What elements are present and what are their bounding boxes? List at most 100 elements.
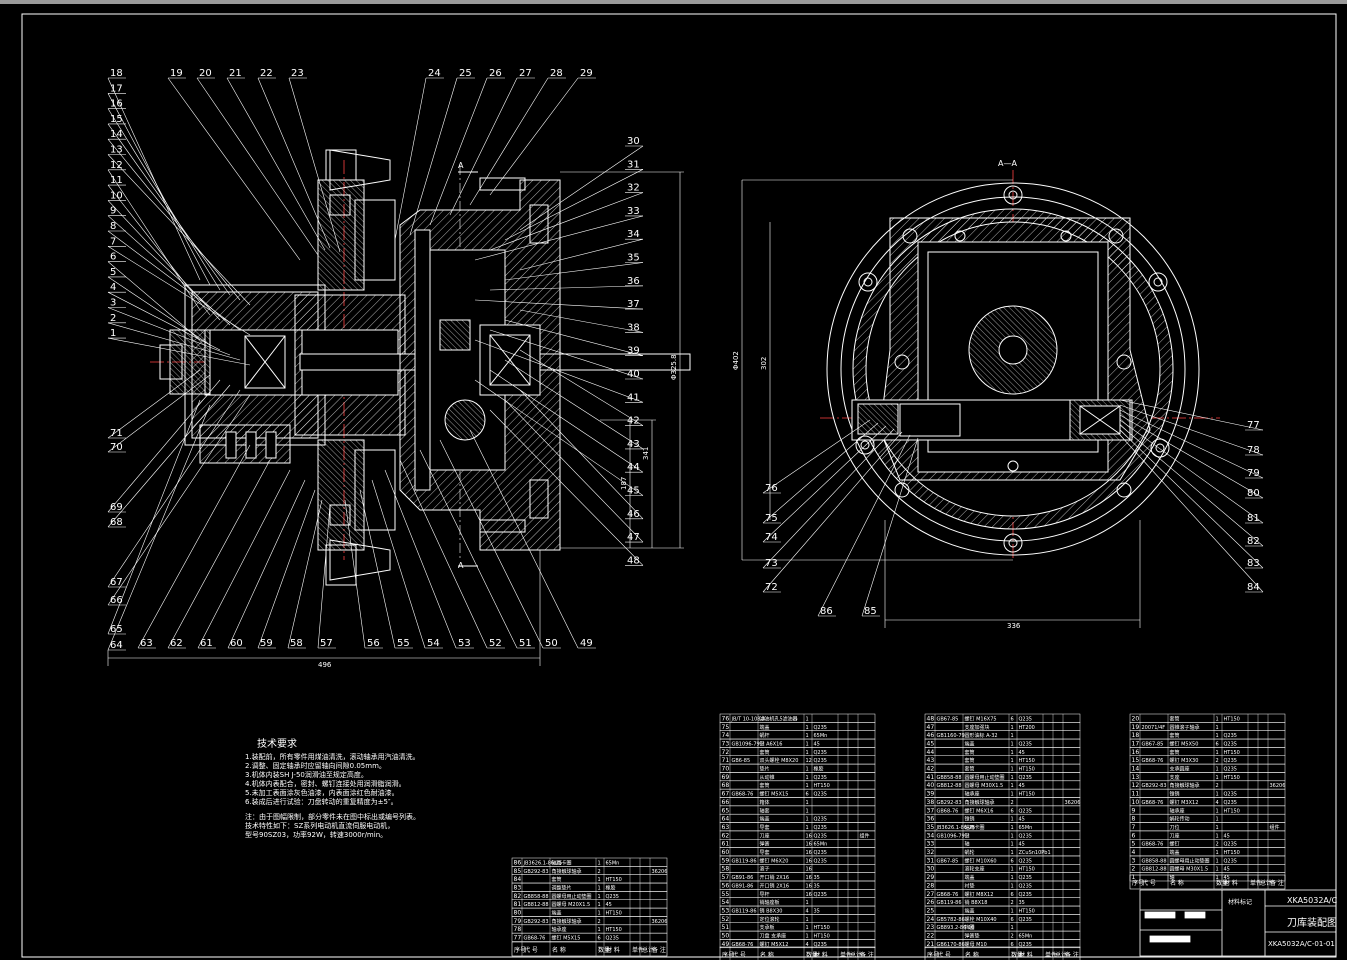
bom-cell: 45 [1019, 817, 1025, 823]
callout-label: 24 [428, 68, 441, 79]
bom-cell: GB68-76 [732, 942, 754, 948]
callout-label: 32 [627, 183, 640, 194]
callout-label: 15 [110, 114, 123, 125]
callout-label: 79 [1247, 468, 1260, 479]
callout-label: 44 [627, 462, 640, 473]
bom-cell: 1 [1216, 875, 1219, 881]
callout-72: 72 [762, 431, 903, 593]
bom-cell: 1 [806, 800, 809, 806]
dim-width-left: 496 [318, 661, 332, 669]
bom-cell: 16 [806, 867, 812, 873]
bom-cell: 1 [1011, 850, 1014, 856]
bom-cell: HT150 [814, 783, 830, 789]
bom-cell: 1 [806, 775, 809, 781]
bom-header-cell: 单件 [1250, 879, 1262, 887]
bom-cell: GB858-88 [1142, 858, 1167, 864]
bom-cell: 1 [1216, 817, 1219, 823]
bom-cell: 25 [927, 907, 935, 914]
bom-cell: 45 [927, 740, 935, 747]
callout-13: 13 [107, 145, 251, 306]
bom-cell: Q235 [1019, 858, 1032, 864]
bom-cell: 54 [722, 899, 730, 906]
callout-57: 57 [317, 504, 336, 649]
bom-cell: Q235 [814, 758, 827, 764]
bom-cell: 65Mn [814, 733, 828, 739]
bom-header: 序号代 号名 称数量材 料单件总计备 注 [511, 941, 668, 957]
bom-header: 序号代 号名 称数量材 料单件总计备 注 [924, 946, 1081, 960]
bom-cell: GB68-76 [1142, 842, 1164, 848]
bom-cell: 8 [1132, 816, 1136, 823]
bom-header-cell: 代 号 [732, 951, 746, 959]
bom-cell: 37 [927, 807, 935, 814]
bom-cell: Q235 [1019, 883, 1032, 889]
bom-header-cell: 序号 [722, 951, 734, 959]
bom-cell: 36206 [652, 919, 668, 925]
bom-cell: 58 [722, 866, 730, 873]
bom-cell: HT150 [1019, 908, 1035, 914]
bom-cell: 键 [965, 832, 970, 839]
callout-label: 46 [627, 509, 640, 520]
callout-79: 79 [1119, 409, 1264, 479]
bom-cell: HT150 [1224, 808, 1240, 814]
callout-8: 8 [107, 221, 241, 331]
bom-cell: 导杆 [760, 891, 770, 898]
bom-cell: ZCuSn10Pb1 [1019, 850, 1051, 856]
callout-label: 21 [229, 68, 242, 79]
callout-25: 25 [409, 68, 475, 236]
callout-38: 38 [519, 309, 644, 333]
bom-cell: 2 [1011, 934, 1014, 940]
callout-22: 22 [257, 68, 331, 249]
callout-43: 43 [504, 359, 644, 450]
bom-header-cell: 材 料 [814, 951, 828, 959]
bom-cell: 59 [722, 857, 730, 864]
callout-label: 80 [1247, 488, 1260, 499]
callout-15: 15 [107, 114, 231, 296]
bom-cell: 橡胶 [606, 884, 616, 891]
bom-cell: 35 [814, 908, 820, 914]
bom-cell: 1 [598, 860, 601, 866]
bom-cell: 销轴座板 [760, 899, 780, 906]
bom-cell: 23 [927, 924, 935, 931]
callout-69: 69 [107, 379, 221, 513]
bom-cell: 1 [1011, 825, 1014, 831]
bom-cell: GB1096-79 [937, 833, 965, 839]
bom-cell: 角接触球轴承 [552, 868, 582, 875]
bom-cell: 16 [1132, 749, 1140, 756]
bom-header-cell: 代 号 [1142, 879, 1156, 887]
bom-cell: 21 [927, 941, 935, 948]
callout-label: 68 [110, 517, 123, 528]
callout-label: 83 [1247, 558, 1260, 569]
bom-cell: 蜗杆 [760, 732, 770, 739]
drawing-name: 刀库装配图 [1287, 916, 1337, 929]
bom-cell: 36206 [652, 869, 668, 875]
bom-cell: 1 [1011, 725, 1014, 731]
callout-76: 76 [762, 419, 871, 494]
callout-55: 55 [359, 489, 413, 649]
bom-cell: 46 [927, 732, 935, 739]
bom-cell: Q235 [1224, 733, 1237, 739]
callout-9: 9 [107, 206, 231, 326]
tech-item: 5.未加工表面涂灰色油漆，内表面涂红色耐油漆。 [245, 789, 399, 797]
callout-label: 25 [459, 68, 472, 79]
bom-cell: 65Mn [606, 860, 620, 866]
tech-item: 6.装成后进行试验：刀盘转动的重复精度为±5″。 [245, 798, 398, 806]
callout-85: 85 [861, 437, 919, 617]
bom-cell: 1 [1011, 783, 1014, 789]
